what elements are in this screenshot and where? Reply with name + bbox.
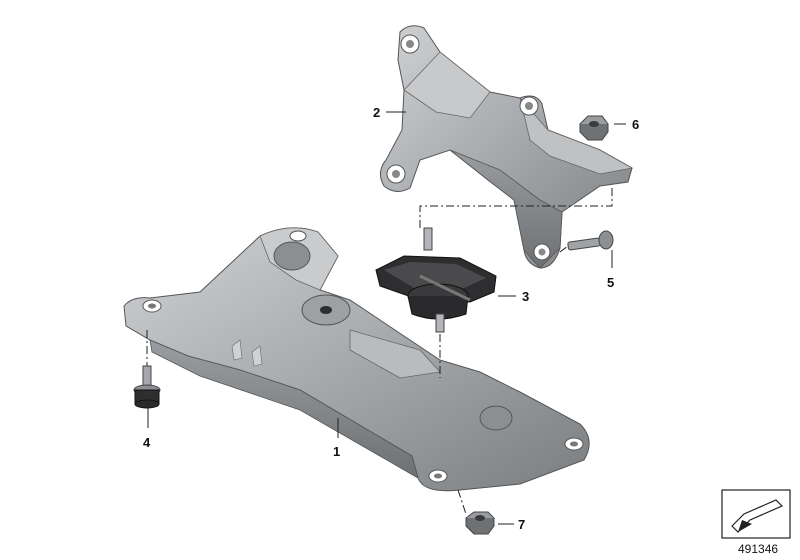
main-carrier-part-1 bbox=[123, 227, 590, 492]
assembly-lines bbox=[146, 186, 613, 515]
orientation-icon bbox=[721, 489, 791, 539]
callout-1: 1 bbox=[333, 444, 340, 459]
callout-4: 4 bbox=[143, 435, 151, 450]
upper-bracket-part bbox=[380, 25, 634, 269]
leader-lines bbox=[147, 111, 626, 525]
flange-bolt-part-4 bbox=[133, 365, 161, 409]
hex-nut-part-6 bbox=[579, 115, 609, 141]
diagram-reference-number: 491346 bbox=[738, 542, 778, 556]
bolt-part-5 bbox=[567, 230, 614, 251]
callout-5: 5 bbox=[607, 275, 614, 290]
callout-7: 7 bbox=[518, 517, 525, 532]
callout-3: 3 bbox=[522, 289, 529, 304]
engine-mount-part-3 bbox=[375, 227, 497, 333]
callout-2: 2 bbox=[373, 105, 380, 120]
callout-6: 6 bbox=[632, 117, 639, 132]
hex-nut-part-7 bbox=[465, 511, 495, 535]
